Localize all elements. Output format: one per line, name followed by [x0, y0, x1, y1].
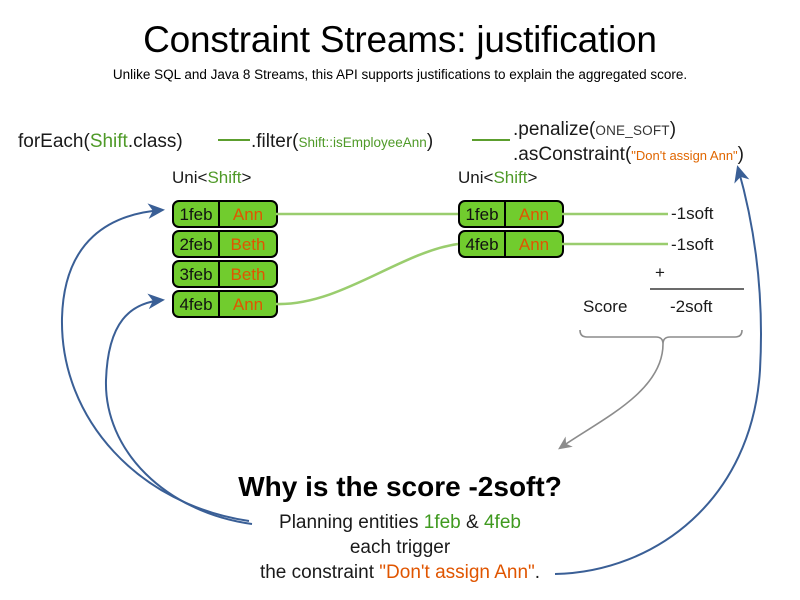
- constraint-name: "Don't assign Ann": [631, 148, 738, 163]
- fact-key: 3feb: [174, 262, 220, 286]
- code-filter: .filter(Shift::isEmployeeAnn): [251, 130, 433, 154]
- pipeline-connector-1: [218, 139, 250, 141]
- uni-caption-left: Uni<Shift>: [172, 168, 251, 188]
- table-row[interactable]: 4feb Ann: [172, 290, 278, 318]
- page-title: Constraint Streams: justification: [143, 19, 657, 60]
- code-as-constraint: .asConstraint("Don't assign Ann"): [513, 143, 744, 167]
- table-row[interactable]: 1feb Ann: [458, 200, 564, 228]
- code-foreach: forEach(Shift.class): [18, 130, 183, 153]
- uni-caption-right: Uni<Shift>: [458, 168, 537, 188]
- sum-divider: [650, 288, 744, 290]
- explain-line3-suffix: .: [534, 562, 541, 583]
- uni-left-prefix: Uni<: [172, 168, 208, 187]
- stream-link-4feb: [275, 242, 459, 306]
- fact-value: Ann: [518, 234, 550, 254]
- penalize-tail: ): [669, 119, 677, 140]
- uni-left-suffix: >: [241, 168, 252, 187]
- fact-key: 2feb: [174, 232, 220, 256]
- explanation-line-1: Planning entities 1feb & 4feb: [0, 511, 800, 535]
- score-explain-arrow: [558, 343, 664, 450]
- fact-value: Ann: [518, 204, 550, 224]
- fact-key: 4feb: [460, 232, 506, 256]
- penalize-call: .penalize(: [513, 119, 596, 140]
- explain-line1-prefix: Planning entities: [279, 512, 424, 533]
- fact-key: 4feb: [174, 292, 220, 316]
- uni-right-type: Shift: [493, 168, 528, 187]
- fact-value: Beth: [230, 234, 266, 254]
- uni-right-prefix: Uni<: [458, 168, 494, 187]
- explanation-line-2: each trigger: [349, 537, 451, 558]
- fact-key: 1feb: [174, 202, 220, 226]
- fact-value: Ann: [232, 294, 264, 314]
- fact-value: Beth: [230, 264, 266, 284]
- fact-key: 1feb: [460, 202, 506, 226]
- table-row[interactable]: 3feb Beth: [172, 260, 278, 288]
- filter-call: .filter(: [251, 131, 299, 152]
- explain-amp: &: [460, 512, 484, 533]
- fact-value: Ann: [232, 204, 264, 224]
- filter-method-ref: Shift::isEmployeeAnn: [298, 135, 427, 150]
- foreach-tail: .class): [127, 131, 183, 152]
- score-label: Score: [583, 297, 628, 316]
- page-subtitle: Unlike SQL and Java 8 Streams, this API …: [112, 67, 688, 82]
- penalize-level: ONE_SOFT: [595, 123, 670, 138]
- sum-operator: +: [655, 263, 665, 282]
- score-brace: [579, 329, 743, 345]
- foreach-call: forEach(: [18, 131, 90, 152]
- uni-left-type: Shift: [207, 168, 242, 187]
- foreach-type: Shift: [89, 131, 128, 152]
- uni-right-suffix: >: [527, 168, 538, 187]
- explain-line3-prefix: the constraint: [259, 562, 380, 583]
- explanation-heading: Why is the score -2soft?: [238, 471, 562, 502]
- explanation-line-3: the constraint "Don't assign Ann".: [0, 561, 800, 585]
- impact-label-2: -1soft: [671, 235, 714, 254]
- table-row[interactable]: 4feb Ann: [458, 230, 564, 258]
- explain-entity-b: 4feb: [483, 512, 521, 533]
- impact-label-1: -1soft: [671, 204, 714, 223]
- explain-constraint-name: "Don't assign Ann": [379, 562, 535, 583]
- as-constraint-call: .asConstraint(: [513, 144, 632, 165]
- as-constraint-tail: ): [737, 144, 744, 165]
- pipeline-connector-2: [472, 139, 510, 141]
- score-total: -2soft: [670, 297, 713, 316]
- explain-entity-a: 1feb: [423, 512, 461, 533]
- table-row[interactable]: 2feb Beth: [172, 230, 278, 258]
- table-row[interactable]: 1feb Ann: [172, 200, 278, 228]
- code-penalize: .penalize(ONE_SOFT): [513, 118, 676, 142]
- filter-tail: ): [426, 131, 434, 152]
